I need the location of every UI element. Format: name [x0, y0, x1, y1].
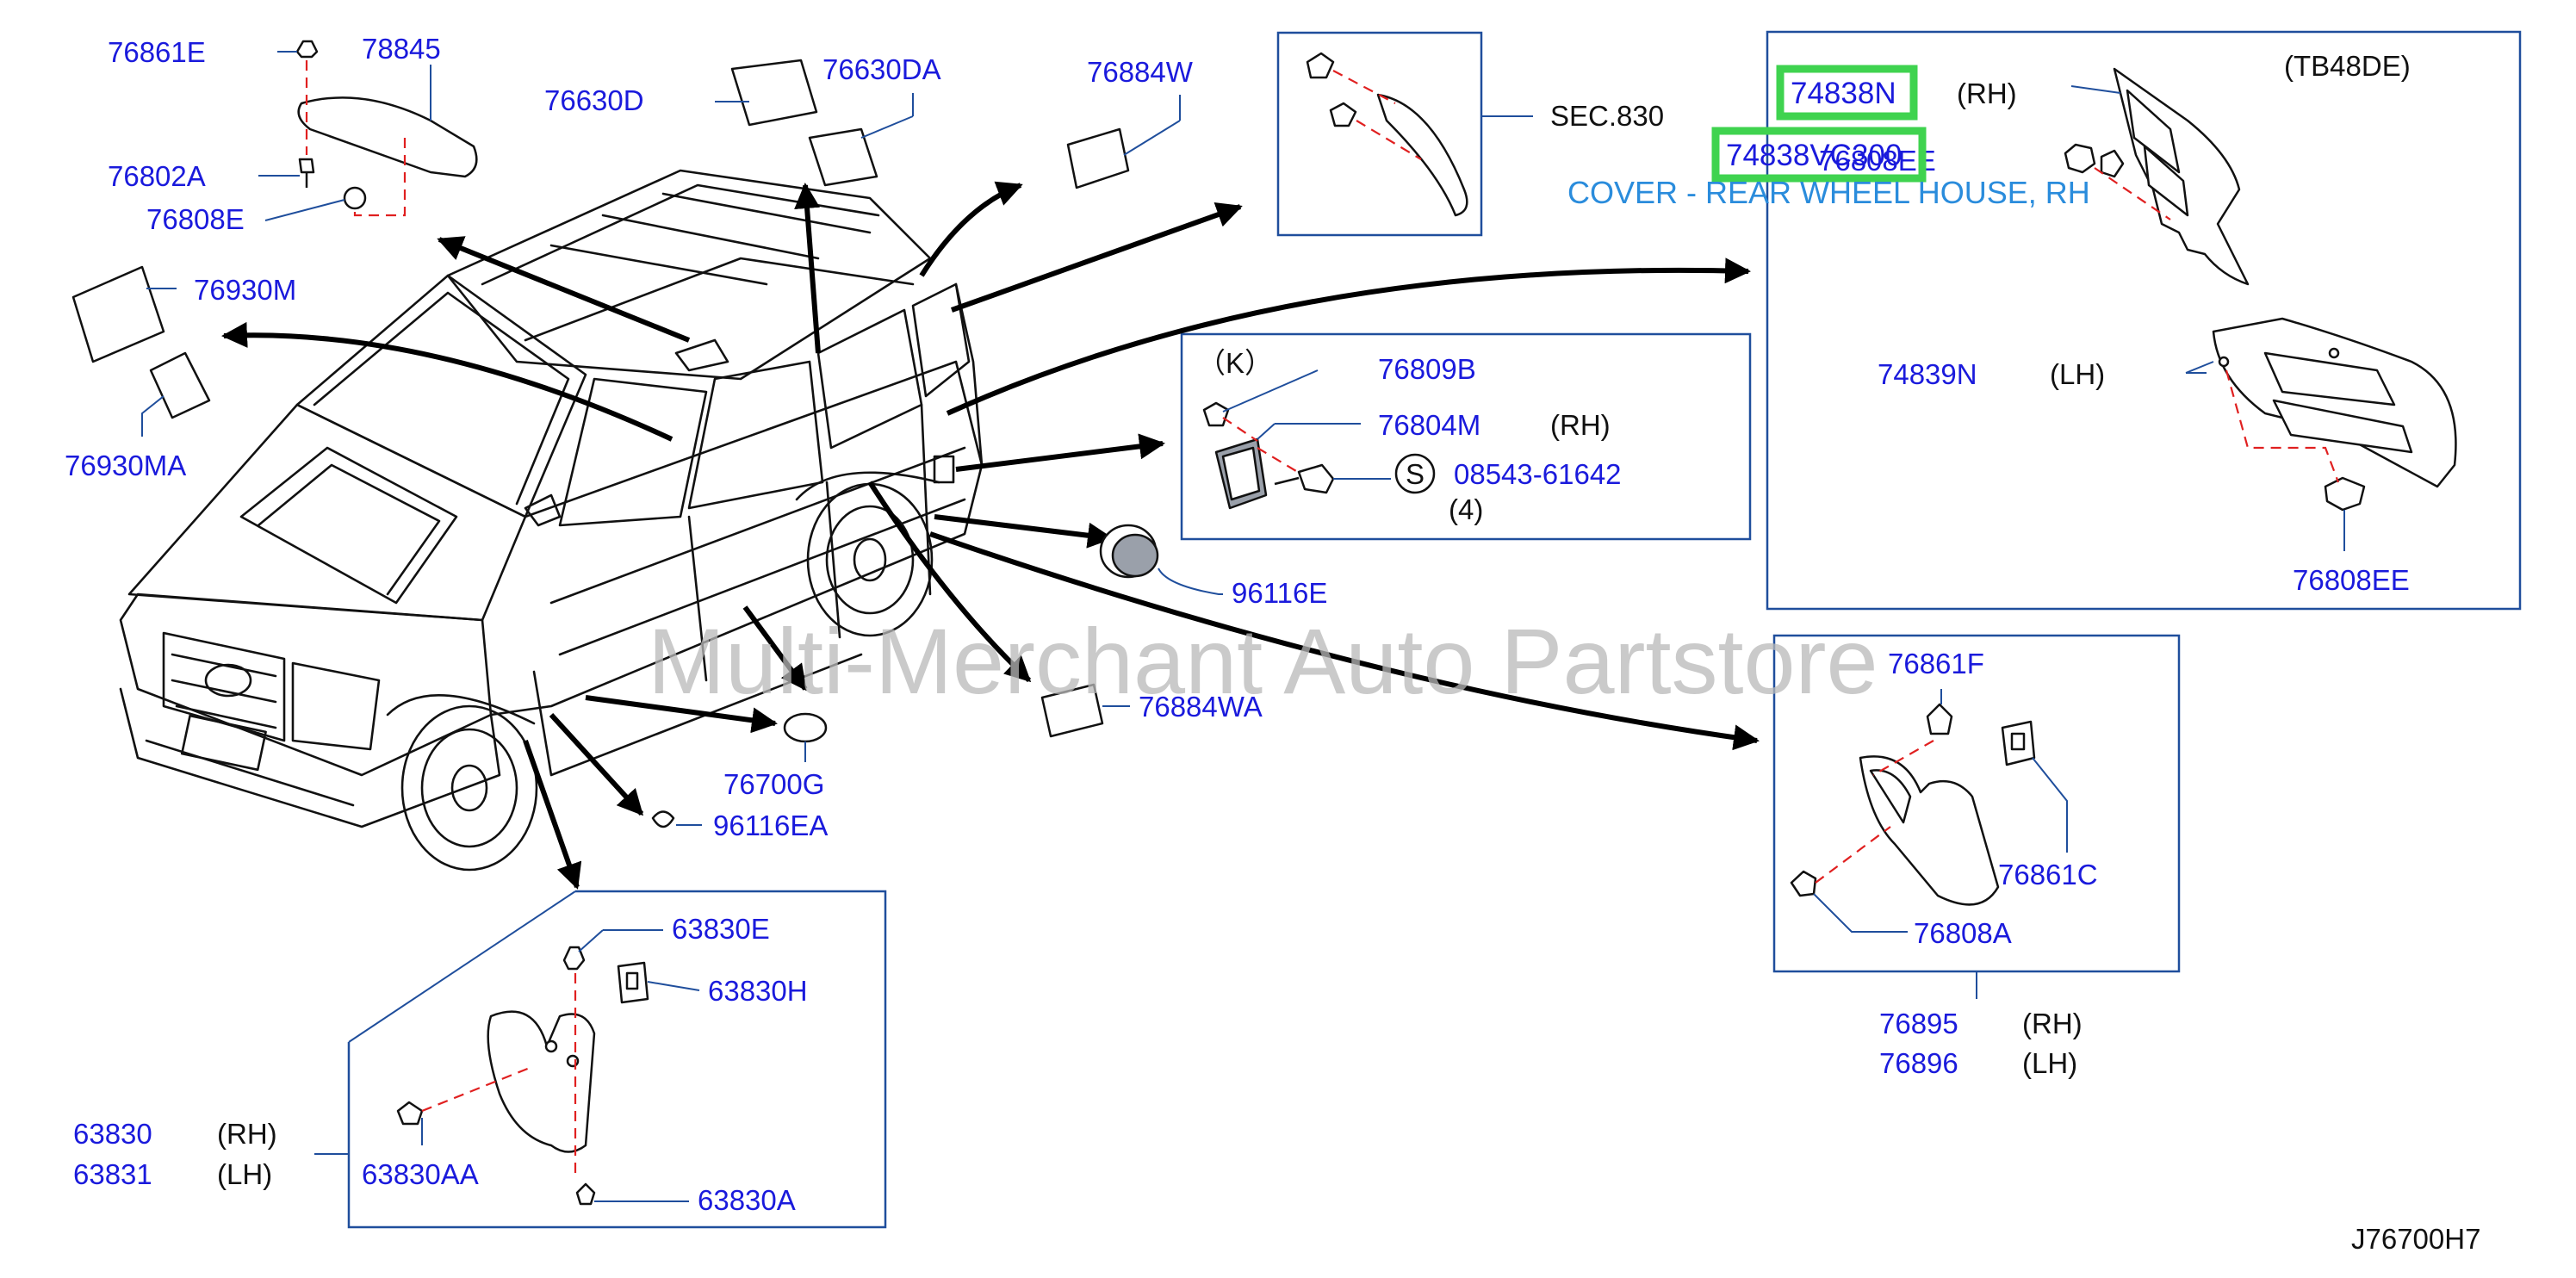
part-08543-61642[interactable]: 08543-61642: [1454, 458, 1622, 490]
s-symbol: S: [1406, 458, 1425, 490]
part-76804M[interactable]: 76804M: [1378, 409, 1480, 441]
highlight-74838N: [1776, 65, 1918, 121]
part-76861C[interactable]: 76861C: [1998, 859, 2098, 890]
part-96116ea-shape: [651, 810, 702, 828]
part-76802A[interactable]: 76802A: [108, 160, 206, 192]
part-63830AA[interactable]: 63830AA: [362, 1158, 479, 1190]
part-74838N[interactable]: 74838N: [1791, 77, 1896, 110]
rh-63830: (RH): [217, 1118, 277, 1150]
part-76895[interactable]: 76895: [1879, 1008, 1958, 1039]
lh-74839N: (LH): [2050, 358, 2105, 390]
part-96116e-shape: [1099, 524, 1223, 595]
rear-wheel-house-parts: [2064, 67, 2457, 551]
part-76930M[interactable]: 76930M: [194, 274, 296, 306]
rear-mudguard-parts: [1790, 689, 2068, 999]
callout-arrows: [221, 181, 1760, 890]
part-76700g-shape: [783, 712, 828, 762]
cover-description: COVER - REAR WHEEL HOUSE, RH: [1567, 175, 2090, 210]
part-76808EE-bottom[interactable]: 76808EE: [2293, 564, 2410, 596]
diagram-code: J76700H7: [2351, 1223, 2480, 1255]
part-63830A[interactable]: 63830A: [698, 1184, 796, 1216]
sec830-label: SEC.830: [1550, 100, 1664, 132]
rear-wheel-house-frame: [1766, 30, 2522, 611]
part-78845[interactable]: 78845: [362, 33, 441, 65]
part-76884w-shape: [1066, 95, 1181, 189]
rh-76895: (RH): [2022, 1008, 2083, 1039]
part-76808E[interactable]: 76808E: [146, 203, 245, 235]
engine-code-tb48de: (TB48DE): [2284, 50, 2411, 82]
part-76700G[interactable]: 76700G: [723, 768, 824, 800]
part-63830E[interactable]: 63830E: [672, 913, 770, 945]
sec830-parts: [1306, 52, 1533, 217]
front-mudguard-frame-link: [348, 890, 576, 1043]
part-76861E[interactable]: 76861E: [108, 36, 206, 68]
rh-76804M: (RH): [1550, 409, 1611, 441]
part-76630D[interactable]: 76630D: [544, 84, 644, 116]
part-76808EE-top[interactable]: 76808EE: [1819, 145, 1936, 177]
part-76630DA[interactable]: 76630DA: [822, 53, 941, 85]
part-63830H[interactable]: 63830H: [708, 975, 808, 1007]
front-mudguard-parts: [396, 929, 700, 1206]
watermark: Multi-Merchant Auto Partstore: [648, 609, 1878, 713]
part-96116EA[interactable]: 96116EA: [713, 810, 828, 841]
roof-spoiler-cluster: [258, 40, 478, 221]
lh-63831: (LH): [217, 1158, 272, 1190]
part-74839N[interactable]: 74839N: [1878, 358, 1977, 390]
part-63830[interactable]: 63830: [73, 1118, 152, 1150]
part-76884WA[interactable]: 76884WA: [1139, 691, 1263, 723]
part-76896[interactable]: 76896: [1879, 1047, 1958, 1079]
rh-74838N: (RH): [1957, 78, 2017, 109]
part-76884W[interactable]: 76884W: [1087, 56, 1194, 88]
part-96116E[interactable]: 96116E: [1232, 577, 1327, 609]
qty-4: (4): [1449, 493, 1483, 525]
part-76809B[interactable]: 76809B: [1378, 353, 1476, 385]
k-detail-parts: [1202, 369, 1436, 510]
highlight-74838VC300: [1711, 127, 1927, 183]
part-76930MA[interactable]: 76930MA: [65, 450, 186, 481]
part-74838VC300[interactable]: 74838VC300: [1726, 139, 1902, 172]
lh-76896: (LH): [2022, 1047, 2077, 1079]
k-section-label: （K）: [1197, 347, 1273, 379]
part-76808A[interactable]: 76808A: [1914, 917, 2012, 949]
part-63831[interactable]: 63831: [73, 1158, 152, 1190]
front-mudguard-frame: [347, 890, 887, 1229]
part-76884wa-shape: [1040, 683, 1130, 738]
part-76861F[interactable]: 76861F: [1888, 648, 1984, 679]
sec830-frame: [1276, 31, 1483, 237]
roof-pad-parts: [715, 59, 914, 187]
k-detail-frame: [1180, 332, 1752, 541]
window-pad-parts: [71, 265, 211, 437]
